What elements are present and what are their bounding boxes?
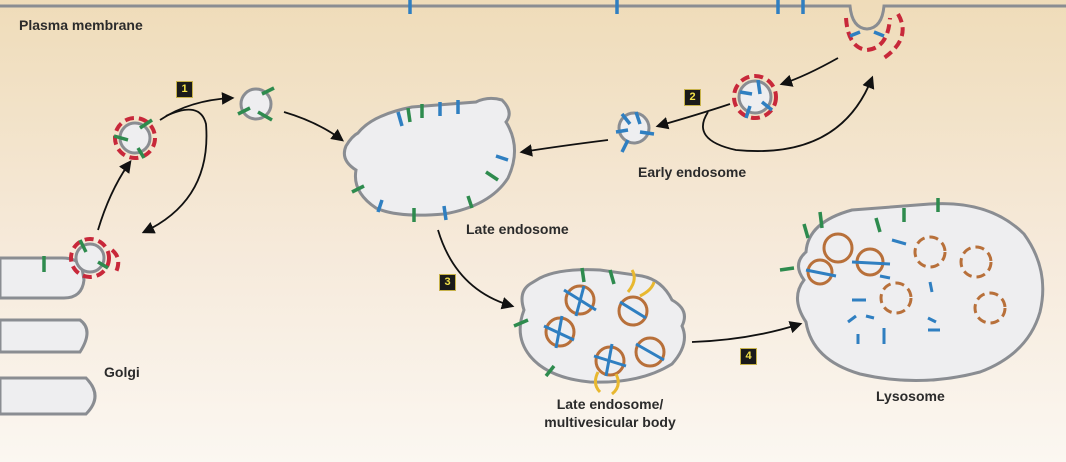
clathrin-coated-pit [844,12,905,60]
plasma-membrane-label: Plasma membrane [19,17,143,33]
golgi-label: Golgi [104,364,140,380]
arrow-early-to-late [519,139,609,157]
mvb-label-line2: multivesicular body [544,414,676,430]
arrow-to-late-endosome [283,111,345,142]
step-badge-1: 1 [176,81,193,98]
golgi-budding-pit [42,237,121,279]
mvb-label-line1: Late endosome/ [556,396,664,412]
arrow-recycling [702,75,875,152]
lysosome-label: Lysosome [876,388,945,404]
arrow-vesicle-to-uncoated [159,92,235,121]
arrow-pm-to-coated [779,57,839,87]
arrow-mvb-to-lysosome [691,321,803,343]
coated-vesicle-golgi [113,116,157,160]
late-endosome-label: Late endosome [466,221,569,237]
step-badge-3: 3 [439,274,456,291]
arrow-coated-to-early [655,103,731,130]
plasma-membrane [0,4,1066,31]
pathway-arrows [97,57,875,343]
golgi-stack [0,256,97,416]
step-badge-2: 2 [684,89,701,106]
early-endosome [615,111,655,153]
coated-vesicle-pm [732,74,778,120]
arrow-late-to-mvb [437,229,515,310]
late-endosome [342,96,516,222]
arrow-vesicle-retrograde [141,108,208,234]
multivesicular-body [513,267,686,396]
uncoated-vesicle [237,86,275,122]
arrow-golgi-to-vesicle [97,159,132,231]
step-badge-4: 4 [740,348,757,365]
plasma-membrane-receptors [408,0,805,14]
lysosome [779,198,1045,382]
early-endosome-label: Early endosome [638,164,747,180]
